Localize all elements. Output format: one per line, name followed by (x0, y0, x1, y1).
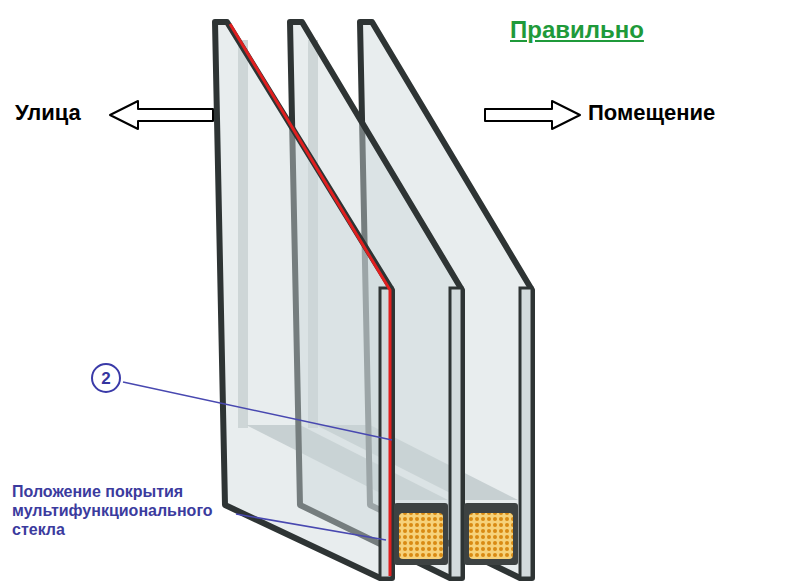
desiccant (399, 513, 443, 559)
side-label: Помещение (588, 100, 715, 126)
callout-number: 2 (101, 370, 110, 387)
glass-edge (520, 288, 532, 578)
coating-line (230, 24, 390, 576)
glass-edge (450, 288, 462, 578)
callout-circle: 2 (91, 363, 121, 393)
room-arrow (485, 101, 580, 129)
spacer-frame (464, 503, 518, 565)
leader-line (123, 382, 392, 440)
desiccant (469, 513, 513, 559)
coating-note: Положение покрытия мультифункционального… (12, 482, 262, 539)
heading-label: Правильно (510, 16, 644, 44)
leader-line (236, 514, 386, 540)
spacer-frame (394, 503, 448, 565)
street-arrow (110, 101, 213, 129)
side-label: Улица (15, 100, 81, 126)
glass-pane (215, 22, 392, 578)
